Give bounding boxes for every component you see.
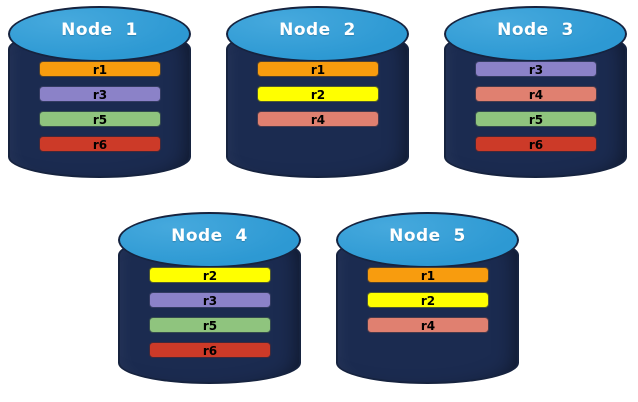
node-4[interactable]: Node 4 r2 r3 r5 r6 [118,212,301,394]
node-2[interactable]: Node 2 r1 r2 r4 [226,6,409,188]
node-4-replica-list: r2 r3 r5 r6 [149,267,271,358]
node-1-replica-list: r1 r3 r5 r6 [39,61,161,152]
replica-bar-r4[interactable]: r4 [475,86,597,102]
node-1[interactable]: Node 1 r1 r3 r5 r6 [8,6,191,188]
replica-bar-r4[interactable]: r4 [367,317,489,333]
replica-bar-r2[interactable]: r2 [149,267,271,283]
top-row: Node 1 r1 r3 r5 r6 Node 2 r1 r2 r4 Node 3 r3 r4 r5 r6 [0,6,638,188]
node-3-replica-list: r3 r4 r5 r6 [475,61,597,152]
cylinder-top-icon [336,212,519,268]
cylinder-top-icon [444,6,627,62]
bottom-row: Node 4 r2 r3 r5 r6 Node 5 r1 r2 r4 [0,212,638,394]
replica-bar-r5[interactable]: r5 [475,111,597,127]
node-2-title: Node 2 [279,20,356,40]
node-1-title: Node 1 [61,20,138,40]
replica-bar-r1[interactable]: r1 [367,267,489,283]
replica-bar-r6[interactable]: r6 [475,136,597,152]
replica-bar-r2[interactable]: r2 [367,292,489,308]
node-3[interactable]: Node 3 r3 r4 r5 r6 [444,6,627,188]
node-3-title: Node 3 [497,20,574,40]
node-2-replica-list: r1 r2 r4 [257,61,379,127]
replica-bar-r2[interactable]: r2 [257,86,379,102]
node-5[interactable]: Node 5 r1 r2 r4 [336,212,519,394]
replica-bar-r4[interactable]: r4 [257,111,379,127]
replica-bar-r5[interactable]: r5 [149,317,271,333]
node-5-title: Node 5 [389,226,466,246]
replica-bar-r3[interactable]: r3 [39,86,161,102]
replica-bar-r1[interactable]: r1 [257,61,379,77]
replica-bar-r3[interactable]: r3 [149,292,271,308]
replica-bar-r6[interactable]: r6 [149,342,271,358]
replica-bar-r1[interactable]: r1 [39,61,161,77]
replica-bar-r6[interactable]: r6 [39,136,161,152]
node-5-replica-list: r1 r2 r4 [367,267,489,333]
node-4-title: Node 4 [171,226,248,246]
replica-bar-r5[interactable]: r5 [39,111,161,127]
replica-bar-r3[interactable]: r3 [475,61,597,77]
cylinder-top-icon [118,212,301,268]
